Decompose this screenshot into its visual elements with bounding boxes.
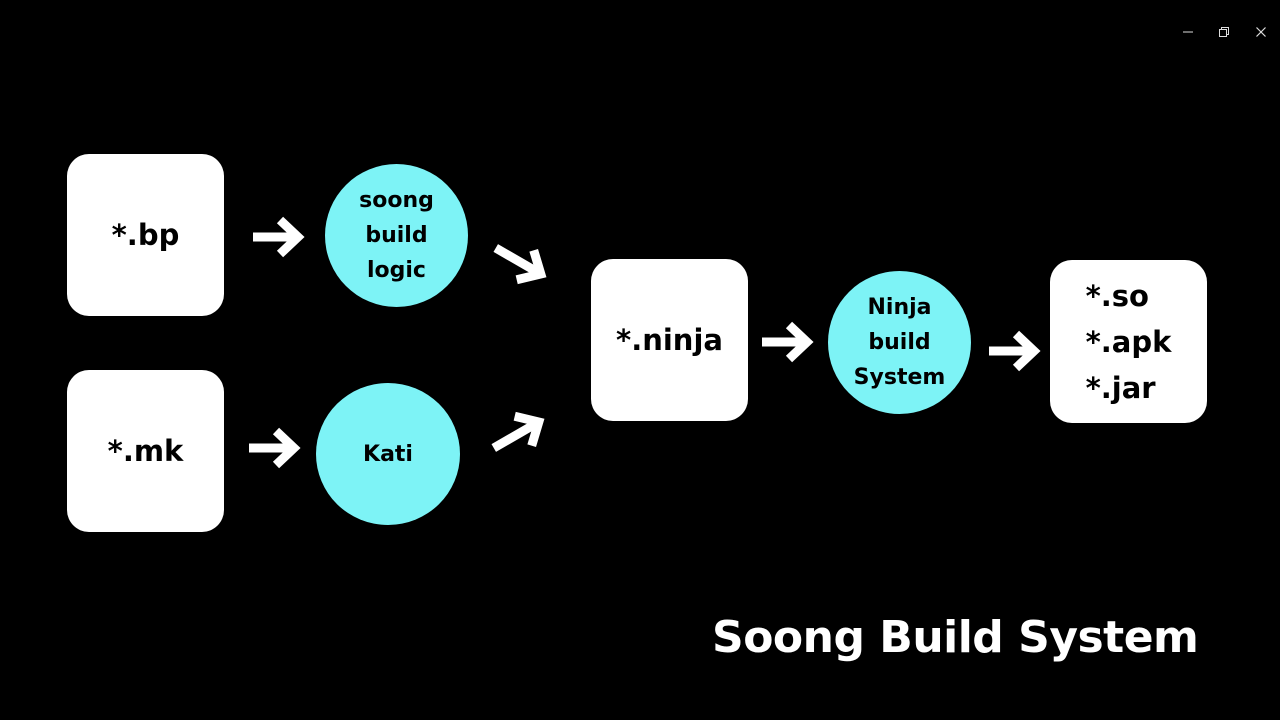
ninja-file-label: *.ninja (616, 323, 723, 357)
ninja-line-1: Ninja (867, 295, 932, 320)
close-icon[interactable] (1251, 22, 1271, 42)
output-apk: *.apk (1085, 324, 1172, 359)
output-so: *.so (1085, 278, 1149, 313)
minimize-icon[interactable] (1178, 22, 1198, 42)
mk-file-box: *.mk (67, 370, 224, 532)
arrow-mk-to-kati (249, 427, 301, 469)
restore-icon[interactable] (1214, 22, 1234, 42)
arrow-soong-to-ninja (493, 244, 547, 285)
soong-line-3: logic (366, 258, 426, 283)
bp-file-box: *.bp (67, 154, 224, 316)
page-title: Soong Build System (712, 612, 1199, 663)
output-files-box: *.so *.apk *.jar (1050, 260, 1207, 423)
ninja-build-system-node: Ninja build System (828, 271, 971, 414)
ninja-line-2: build (868, 330, 931, 355)
mk-file-label: *.mk (107, 434, 184, 468)
output-jar: *.jar (1085, 370, 1156, 405)
arrow-bp-to-soong (253, 216, 305, 258)
ninja-file-box: *.ninja (591, 259, 748, 421)
soong-build-logic-node: soong build logic (325, 164, 468, 307)
arrow-kati-to-ninja (491, 411, 545, 452)
bp-file-label: *.bp (111, 218, 180, 252)
soong-line-1: soong (359, 188, 434, 213)
soong-line-2: build (365, 223, 428, 248)
arrow-ninja-file-to-ninja-system (762, 321, 814, 363)
kati-label: Kati (363, 441, 413, 467)
arrow-ninja-system-to-outputs (989, 330, 1041, 372)
ninja-line-3: System (853, 365, 946, 390)
kati-node: Kati (316, 383, 460, 525)
